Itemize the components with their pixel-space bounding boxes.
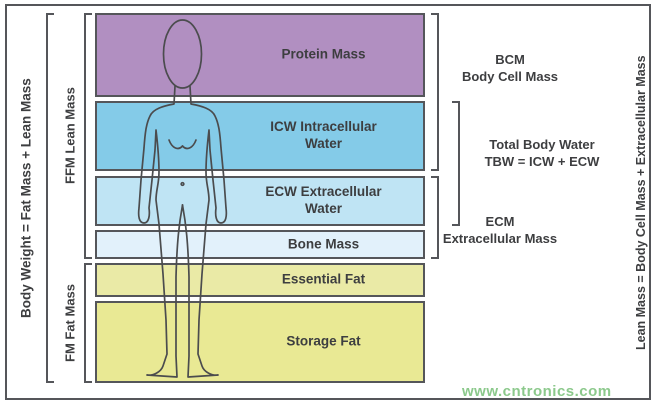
diagram-frame-border: [5, 4, 651, 400]
band-essential-fat: Essential Fat: [95, 263, 425, 297]
band-ecw-label: ECW Extracellular Water: [265, 184, 382, 216]
ffm-lean-mass-label: FFM Lean Mass: [62, 87, 78, 185]
band-icw-label: ICW Intracellular Water: [270, 119, 377, 151]
fm-fat-mass-bracket: [84, 263, 92, 383]
body-weight-bracket: [46, 13, 54, 383]
band-protein-mass: Protein Mass: [95, 13, 425, 97]
bcm-body-cell-mass-label: BCM Body Cell Mass: [461, 52, 559, 84]
body-weight-axis-label: Body Weight = Fat Mass + Lean Mass: [18, 78, 34, 318]
band-storage-fat: Storage Fat: [95, 301, 425, 383]
ffm-lean-mass-bracket: [84, 13, 92, 259]
ecm-bracket: [431, 176, 439, 259]
band-bone-mass-label: Bone Mass: [287, 236, 360, 252]
body-chest-line-right: [181, 139, 197, 150]
lean-mass-equation-label: Lean Mass = Body Cell Mass + Extracellul…: [634, 55, 648, 351]
tbw-bracket: [452, 101, 460, 226]
ecm-extracellular-mass-label: ECM Extracellular Mass: [442, 214, 558, 246]
body-navel: [180, 181, 185, 187]
band-icw-intracellular-water: ICW Intracellular Water: [95, 101, 425, 171]
band-storage-fat-label: Storage Fat: [286, 333, 361, 349]
band-bone-mass: Bone Mass: [95, 230, 425, 259]
band-essential-fat-label: Essential Fat: [281, 271, 366, 287]
fm-fat-mass-label: FM Fat Mass: [62, 284, 78, 363]
body-head: [162, 19, 203, 89]
band-protein-mass-label: Protein Mass: [281, 46, 366, 62]
bcm-bracket: [431, 13, 439, 171]
body-chest-line-left: [168, 139, 184, 150]
human-body-silhouette: [137, 19, 228, 378]
total-body-water-label: Total Body Water TBW = ICW + ECW: [484, 137, 600, 169]
watermark-url: www.cntronics.com: [462, 383, 612, 400]
